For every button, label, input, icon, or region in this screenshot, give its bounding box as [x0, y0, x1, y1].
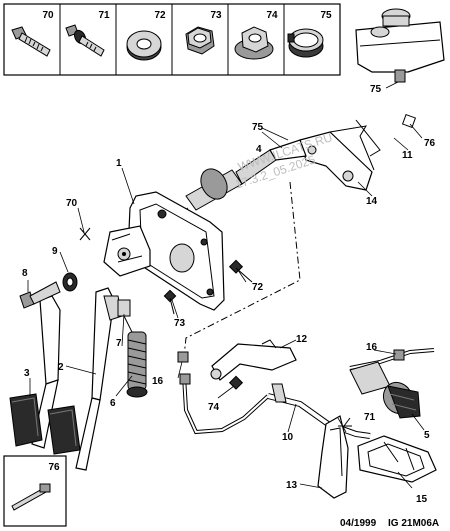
- callout-16-right: 16: [366, 342, 378, 353]
- callout-7: 7: [116, 338, 122, 349]
- spring-rod: [117, 299, 133, 333]
- callout-16-left: 16: [152, 376, 164, 387]
- callout-10: 10: [282, 432, 294, 443]
- callout-4: 4: [256, 144, 262, 155]
- flanged-nut-icon: [234, 26, 274, 60]
- callout-5: 5: [424, 430, 430, 441]
- leader-lines: [27, 81, 425, 489]
- bolt-70-marker: [79, 227, 91, 241]
- fastener-legend: 70 71 72 73 74 75: [3, 3, 341, 76]
- assist-spring: [126, 331, 148, 398]
- footer-date: 04/1999: [340, 518, 377, 529]
- callout-2: 2: [58, 362, 64, 373]
- callout-12: 12: [296, 334, 308, 345]
- callout-73: 73: [174, 318, 186, 329]
- legend-number-70: 70: [42, 10, 54, 21]
- cable-tie-inset: 76: [3, 455, 67, 527]
- callout-13: 13: [286, 480, 298, 491]
- master-cylinder-bracket: [299, 113, 417, 191]
- pedal-box: [103, 191, 225, 311]
- callout-76: 76: [424, 138, 436, 149]
- nut-73-marker: [163, 289, 177, 315]
- pedal-pad-2: [47, 405, 81, 455]
- callout-9: 9: [52, 246, 58, 257]
- pedal-pad-3: [9, 393, 43, 447]
- washer-72-marker: [228, 259, 253, 283]
- callout-75-top: 75: [370, 84, 382, 95]
- legend-number-74: 74: [266, 10, 278, 21]
- legend-number-73: 73: [210, 10, 222, 21]
- bolt-with-washer-icon: [65, 24, 105, 57]
- pivot-bolt-8: [19, 281, 61, 309]
- callout-71: 71: [364, 412, 376, 423]
- callout-74: 74: [208, 402, 220, 413]
- clutch-pedal: [75, 287, 123, 471]
- legend-number-71: 71: [98, 10, 110, 21]
- hose-clip-icon: [287, 28, 324, 58]
- slave-cylinder: [349, 361, 421, 419]
- bolt-icon: [11, 26, 51, 57]
- callout-15: 15: [416, 494, 428, 505]
- legend-number-75: 75: [320, 10, 332, 21]
- callout-11: 11: [402, 150, 413, 161]
- bleed-nipple-16: [393, 349, 405, 361]
- callout-75-mid: 75: [252, 122, 264, 133]
- inset-number-76: 76: [48, 462, 60, 473]
- pipe-bracket: [210, 339, 297, 381]
- callout-8: 8: [22, 268, 28, 279]
- callout-numbers: 1 2 3 4 5 6 7 8 9 10 11 12 13 14 15 16 1…: [22, 84, 436, 505]
- callout-3: 3: [24, 368, 30, 379]
- flat-washer-icon: [126, 30, 162, 61]
- callout-70: 70: [66, 198, 78, 209]
- routing-dash-line: [183, 181, 301, 357]
- nut-74-marker: [228, 375, 244, 390]
- callout-6: 6: [110, 398, 116, 409]
- callout-14: 14: [366, 196, 378, 207]
- hex-nut-icon: [185, 26, 215, 55]
- callout-1: 1: [116, 158, 122, 169]
- cylinder-support: [317, 415, 352, 499]
- mounting-cage: [357, 435, 437, 483]
- cable-tie-icon: [11, 483, 51, 511]
- callout-72: 72: [252, 282, 264, 293]
- master-cylinder: [169, 139, 307, 221]
- fluid-reservoir: [355, 8, 445, 83]
- footer-code: IG 21M06A: [388, 518, 439, 529]
- pivot-nut-9: [62, 272, 78, 292]
- legend-number-72: 72: [154, 10, 166, 21]
